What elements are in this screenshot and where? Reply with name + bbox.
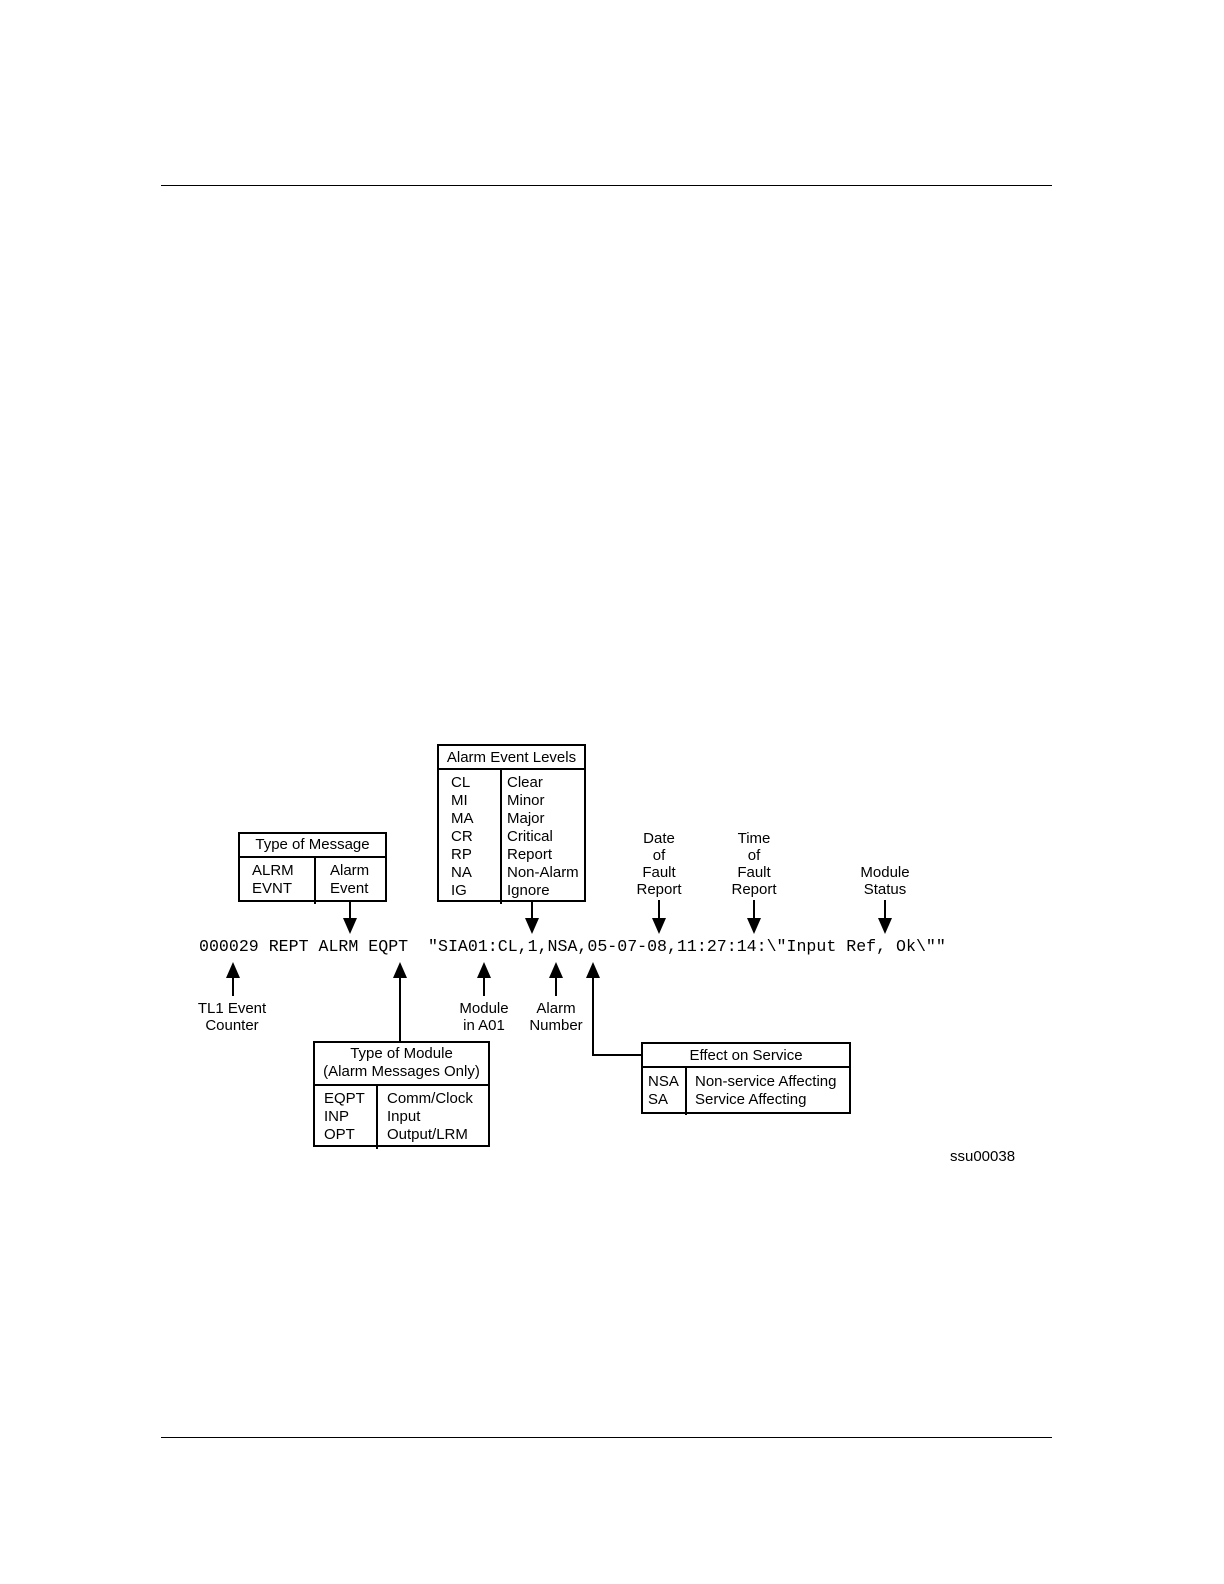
date-label-line: of (652, 847, 666, 864)
alarm-event-levels-box: Alarm Event Levels CL MI MA CR RP NA IG … (437, 744, 586, 904)
effect-non-service-affecting: Non-service Affecting (695, 1073, 837, 1090)
type-of-module-title: Type of Module (Alarm Messages Only) (315, 1043, 488, 1086)
time-label-line: Report (731, 881, 777, 898)
alarm-event-levels-meanings: Clear Minor Major Critical Report Non-Al… (502, 770, 579, 904)
level-non-alarm: Non-Alarm (507, 864, 579, 881)
module-status-line: Status (863, 881, 907, 898)
level-critical: Critical (507, 828, 553, 845)
alarm-event-levels-title: Alarm Event Levels (439, 746, 584, 770)
level-code-rp: RP (451, 846, 472, 863)
arrow-type-of-module (393, 962, 407, 1042)
level-code-na: NA (451, 864, 472, 881)
type-of-module-title-line: (Alarm Messages Only) (323, 1063, 480, 1080)
module-code-inp: INP (324, 1108, 350, 1125)
type-of-module-box: Type of Module (Alarm Messages Only) EQP… (313, 1041, 490, 1149)
type-of-message-title: Type of Message (240, 834, 385, 858)
date-label-line: Date (643, 830, 675, 847)
header-rule (161, 185, 1052, 186)
level-code-ig: IG (451, 882, 467, 899)
type-of-module-meanings: Comm/Clock Input Output/LRM (378, 1086, 473, 1149)
module-comm-clock: Comm/Clock (387, 1090, 473, 1107)
footer-rule (161, 1437, 1052, 1438)
date-label-line: Fault (642, 864, 676, 881)
type-of-module-title-line: Type of Module (350, 1045, 453, 1062)
type-of-module-codes: EQPT INP OPT (315, 1086, 378, 1149)
effect-code-sa: SA (648, 1091, 669, 1108)
effect-on-service-codes: NSA SA (643, 1068, 687, 1115)
time-label-line: Fault (737, 864, 771, 881)
type-of-message-codes: ALRM EVNT (240, 858, 316, 904)
level-code-mi: MI (451, 792, 468, 809)
module-output-lrm: Output/LRM (387, 1126, 468, 1143)
tl1-counter-line: TL1 Event (197, 1000, 267, 1017)
module-status-label: Module Status (845, 864, 925, 898)
code-alrm: ALRM (252, 862, 294, 879)
level-code-ma: MA (451, 810, 474, 827)
level-minor: Minor (507, 792, 545, 809)
alarm-number-line: Number (529, 1017, 583, 1034)
effect-code-nsa: NSA (648, 1073, 679, 1090)
arrow-alarm-event-levels (525, 902, 539, 934)
module-code-eqpt: EQPT (324, 1090, 365, 1107)
meaning-alarm: Alarm (330, 862, 370, 879)
module-in-a01-line: in A01 (463, 1017, 505, 1034)
module-code-opt: OPT (324, 1126, 355, 1143)
date-of-fault-report-label: Date of Fault Report (619, 830, 699, 898)
tl1-message-line: 000029 REPT ALRM EQPT "SIA01:CL,1,NSA,05… (199, 937, 946, 956)
tl1-counter-line: Counter (205, 1017, 259, 1034)
tl1-event-counter-label: TL1 Event Counter (187, 1000, 277, 1034)
module-input: Input (387, 1108, 421, 1125)
arrow-alarm-number (549, 962, 563, 996)
effect-on-service-meanings: Non-service Affecting Service Affecting (687, 1068, 836, 1115)
arrow-time (747, 900, 761, 934)
level-major: Major (507, 810, 545, 827)
level-clear: Clear (507, 774, 543, 791)
time-label-line: of (747, 847, 761, 864)
type-of-message-box: Type of Message ALRM EVNT Alarm Event (238, 832, 387, 904)
arrow-module-status (878, 900, 892, 934)
arrow-date (652, 900, 666, 934)
module-status-line: Module (860, 864, 910, 881)
time-of-fault-report-label: Time of Fault Report (714, 830, 794, 898)
effect-service-affecting: Service Affecting (695, 1091, 807, 1108)
level-code-cl: CL (451, 774, 471, 791)
level-code-cr: CR (451, 828, 473, 845)
alarm-event-levels-codes: CL MI MA CR RP NA IG (439, 770, 502, 904)
level-ignore: Ignore (507, 882, 550, 899)
effect-on-service-title: Effect on Service (643, 1044, 849, 1068)
type-of-message-meanings: Alarm Event (316, 858, 369, 904)
arrow-effect-on-service (586, 962, 641, 1056)
arrow-tl1-counter (226, 962, 240, 996)
arrow-type-of-message (343, 902, 357, 934)
level-report: Report (507, 846, 553, 863)
figure-id: ssu00038 (950, 1148, 1016, 1165)
time-label-line: Time (737, 830, 771, 847)
date-label-line: Report (636, 881, 682, 898)
module-in-a01-label: Module in A01 (449, 1000, 519, 1034)
alarm-number-line: Alarm (536, 1000, 576, 1017)
meaning-event: Event (330, 880, 369, 897)
alarm-number-label: Alarm Number (521, 1000, 591, 1034)
module-in-a01-line: Module (459, 1000, 509, 1017)
effect-on-service-box: Effect on Service NSA SA Non-service Aff… (641, 1042, 851, 1115)
code-evnt: EVNT (252, 880, 293, 897)
arrow-module-in-a01 (477, 962, 491, 996)
